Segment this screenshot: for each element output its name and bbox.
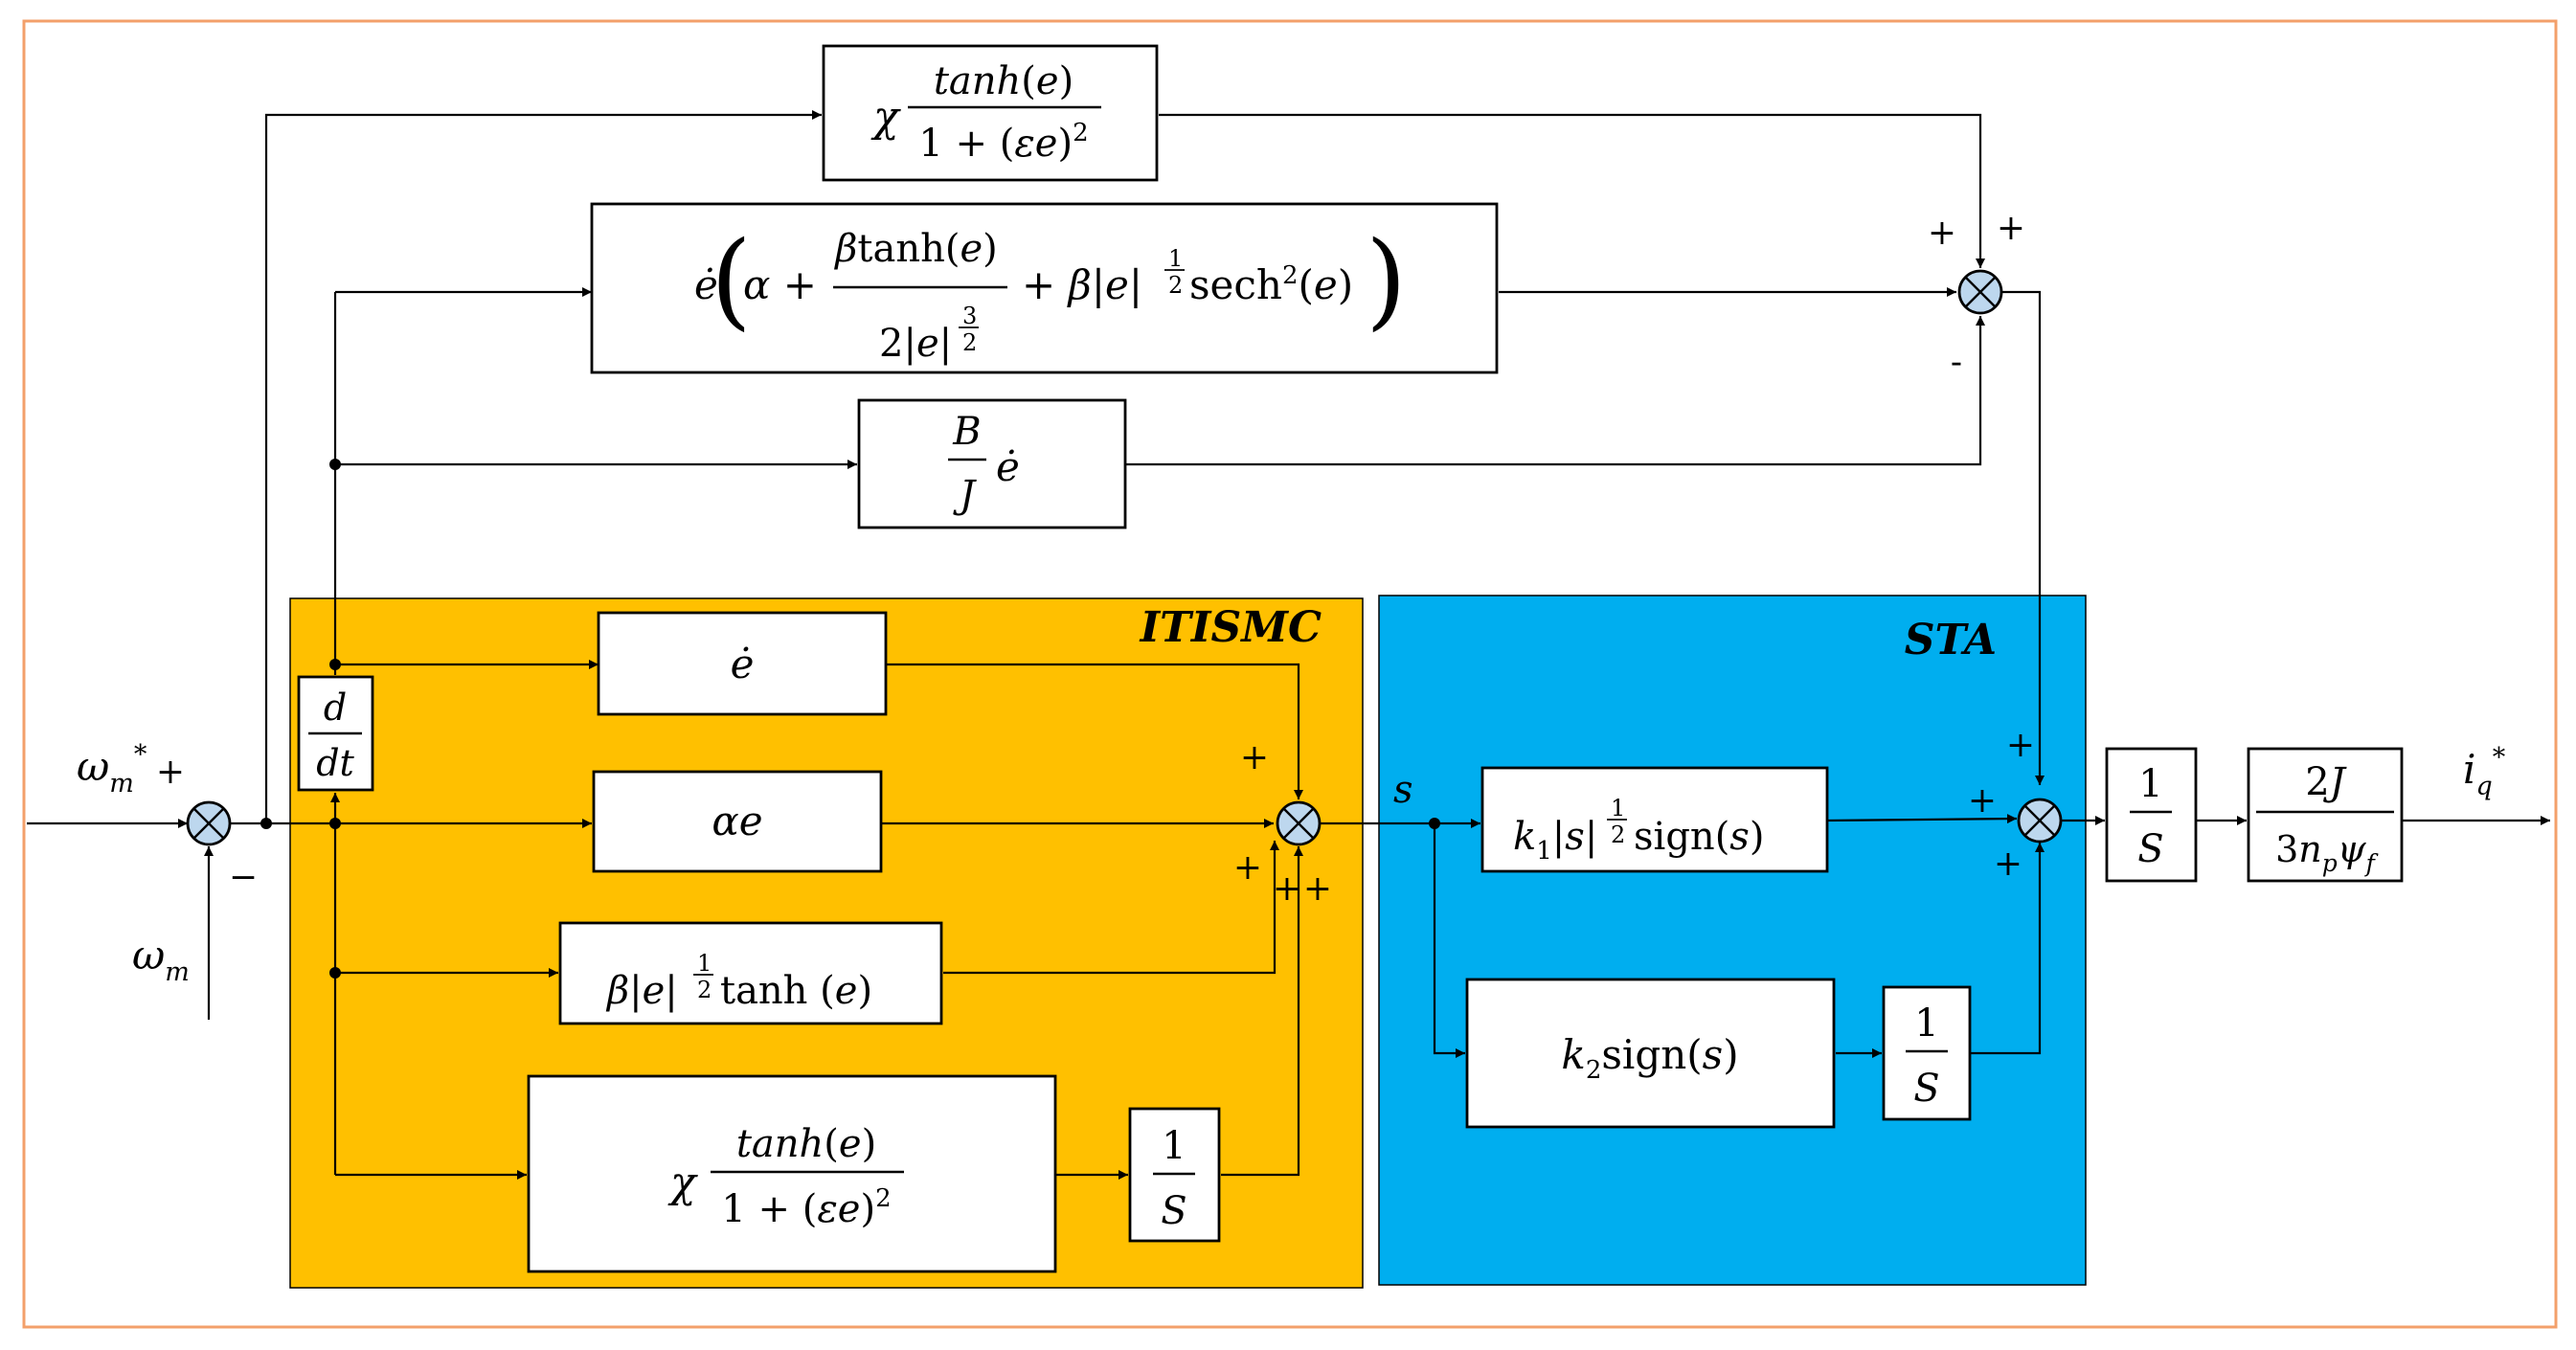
sta-k1-block: k1|s| 1 2 sign(s) xyxy=(1480,766,1829,873)
edot-block: ė xyxy=(597,611,888,716)
sliding-variable-label: s xyxy=(1393,768,1413,812)
sta-k2-block: k2sign(s) xyxy=(1465,978,1836,1129)
svg-text:1: 1 xyxy=(1914,1001,1938,1046)
inner-chi-tanh-block: χ tanh(e) 1 + (εe)2 xyxy=(527,1074,1057,1273)
beta-tanh-block: β|e| 1 2 tanh (e) xyxy=(558,921,943,1025)
svg-text:2: 2 xyxy=(1168,272,1183,299)
svg-text:1 + (εe)2: 1 + (εe)2 xyxy=(918,119,1088,166)
edot-polynomial-block: ė ( α + βtanh(e) 2|e| 3 2 + β|e| 1 2 sec… xyxy=(590,202,1499,374)
svg-text:sech2(e): sech2(e) xyxy=(1189,261,1353,308)
input-summer-plus: + xyxy=(156,753,185,792)
svg-text:2: 2 xyxy=(1611,821,1625,848)
svg-text:k2sign(s): k2sign(s) xyxy=(1561,1031,1738,1085)
sta-integrator-block: 1 S xyxy=(1882,985,1972,1121)
svg-text:αe: αe xyxy=(712,798,762,844)
svg-text:2: 2 xyxy=(962,329,977,356)
svg-text:tanh(e): tanh(e) xyxy=(736,1122,876,1166)
summing-signs: + − + + - + + + + + + + xyxy=(156,209,2035,909)
svg-text:tanh(e): tanh(e) xyxy=(934,59,1073,103)
junction-dots xyxy=(260,459,1440,979)
itismc-label: ITISMC xyxy=(1139,603,1322,652)
sta-summer-plus-bottom: + xyxy=(1994,844,2022,884)
svg-text:S: S xyxy=(2137,827,2163,871)
sta-region xyxy=(1378,595,2087,1286)
svg-text:1: 1 xyxy=(2138,762,2162,806)
svg-text:S: S xyxy=(1913,1067,1939,1111)
svg-text:2: 2 xyxy=(697,977,712,1003)
output-current-label: iq* xyxy=(2463,743,2506,801)
svg-text:ė: ė xyxy=(731,641,755,687)
itismc-summer-plus-left: + xyxy=(1233,848,1262,888)
top-summer-minus: - xyxy=(1951,343,1962,382)
top-chi-tanh-block: χ tanh(e) 1 + (εe)2 xyxy=(822,44,1159,182)
sta-summing-junction xyxy=(2017,798,2063,844)
svg-text:B: B xyxy=(952,410,981,454)
svg-text:): ) xyxy=(1366,218,1407,341)
alpha-e-block: αe xyxy=(592,770,883,873)
input-summer-minus: − xyxy=(229,858,258,897)
sta-summer-plus-top: + xyxy=(2006,726,2035,765)
svg-text:tanh (e): tanh (e) xyxy=(720,969,872,1013)
svg-text:1 + (εe)2: 1 + (εe)2 xyxy=(721,1184,891,1231)
top-summer-plus-left: + xyxy=(1928,214,1956,253)
svg-text:1: 1 xyxy=(1168,245,1183,272)
svg-text:1: 1 xyxy=(697,950,712,977)
svg-text:2|e|: 2|e| xyxy=(879,322,952,366)
sta-label: STA xyxy=(1905,616,1997,664)
svg-text:α +: α + xyxy=(743,261,817,308)
itismc-summing-junction xyxy=(1276,800,1322,846)
svg-text:β|e|: β|e| xyxy=(605,969,678,1013)
svg-text:sign(s): sign(s) xyxy=(1634,815,1764,859)
svg-text:3: 3 xyxy=(962,303,977,329)
svg-text:1: 1 xyxy=(1162,1124,1186,1168)
gain-block: 2J 3npψf xyxy=(2247,747,2404,883)
svg-text:χ: χ xyxy=(667,1159,698,1207)
input-summing-junction xyxy=(186,800,232,846)
svg-text:d: d xyxy=(324,686,347,729)
derivative-block: d dt xyxy=(297,675,374,792)
svg-text:dt: dt xyxy=(316,742,354,784)
svg-text:k1|s|: k1|s| xyxy=(1513,815,1597,866)
top-summer-plus-right: + xyxy=(1997,209,2025,248)
signal-wires xyxy=(27,110,2550,1180)
itismc-summer-plus-bottom-b: + xyxy=(1303,869,1332,909)
itismc-integrator-block: 1 S xyxy=(1128,1107,1221,1243)
svg-text:χ: χ xyxy=(870,93,901,142)
svg-text:(: ( xyxy=(711,218,752,341)
itismc-summer-plus-top: + xyxy=(1240,738,1269,777)
svg-text:ė: ė xyxy=(996,443,1020,490)
svg-text:+ β|e|: + β|e| xyxy=(1022,261,1142,308)
sta-summer-plus-left: + xyxy=(1968,781,1997,821)
top-summing-junction xyxy=(1957,269,2003,315)
svg-text:ė: ė xyxy=(694,261,718,308)
itismc-summer-plus-bottom-a: + xyxy=(1273,869,1301,909)
svg-text:βtanh(e): βtanh(e) xyxy=(833,227,997,271)
svg-text:2J: 2J xyxy=(2305,760,2346,804)
svg-text:S: S xyxy=(1161,1189,1186,1233)
b-over-j-block: B J ė xyxy=(857,398,1127,529)
main-integrator-block: 1 S xyxy=(2105,747,2198,883)
svg-text:1: 1 xyxy=(1611,795,1625,821)
